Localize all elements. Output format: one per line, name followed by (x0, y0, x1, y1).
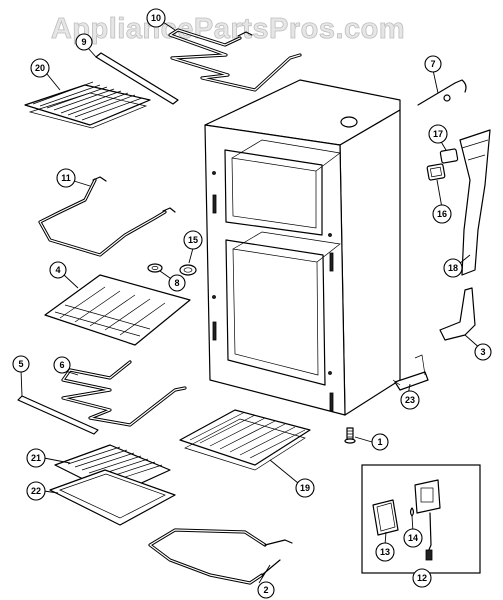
upper-element (168, 28, 302, 92)
svg-text:12: 12 (417, 573, 427, 583)
side-panel (459, 129, 491, 276)
svg-text:15: 15 (188, 235, 198, 245)
svg-text:16: 16 (437, 209, 447, 219)
light-lens-kit-part (372, 499, 399, 536)
light-socket-kit-part (409, 479, 441, 561)
element-shield-pan (44, 274, 191, 346)
callout-22: 22 (26, 481, 46, 501)
strap-bracket (95, 52, 179, 105)
callout-21: 21 (26, 448, 46, 468)
bake-element-bottom (148, 528, 293, 585)
callout-9: 9 (75, 33, 93, 51)
broil-pan (49, 469, 176, 526)
callout-14: 14 (403, 528, 423, 548)
lower-element (61, 360, 187, 427)
svg-text:1: 1 (377, 437, 382, 447)
svg-text:5: 5 (18, 359, 23, 369)
callout-20: 20 (30, 58, 50, 78)
light-socket (426, 163, 446, 181)
svg-text:22: 22 (31, 486, 41, 496)
svg-text:7: 7 (430, 59, 435, 69)
svg-text:14: 14 (408, 533, 418, 543)
grommet-8 (147, 263, 163, 273)
callout-11: 11 (56, 168, 76, 188)
callout-5: 5 (12, 355, 30, 373)
callout-23: 23 (400, 390, 420, 410)
callout-2: 2 (257, 581, 275, 599)
oven-cavity-body (204, 79, 401, 416)
element-bracket (17, 395, 99, 435)
lower-oven-rack (179, 409, 311, 471)
upper-oven-rack (24, 81, 151, 129)
svg-text:10: 10 (151, 13, 161, 23)
svg-text:19: 19 (300, 483, 310, 493)
callout-4: 4 (49, 261, 67, 279)
callout-18: 18 (443, 258, 463, 278)
callout-12: 12 (412, 568, 432, 588)
svg-text:23: 23 (405, 395, 415, 405)
grommet-15 (179, 264, 197, 276)
callout-17: 17 (428, 124, 448, 144)
callout-3: 3 (474, 343, 492, 361)
watermark: AppliancePartsPros.com (51, 13, 405, 45)
svg-text:13: 13 (380, 547, 390, 557)
callout-6: 6 (53, 356, 71, 374)
callout-7: 7 (424, 55, 442, 73)
svg-text:21: 21 (31, 453, 41, 463)
oven-sensor (417, 79, 467, 106)
svg-text:20: 20 (35, 63, 45, 73)
callout-1: 1 (371, 433, 389, 451)
screw (344, 427, 356, 444)
svg-text:8: 8 (174, 278, 179, 288)
svg-text:6: 6 (59, 360, 64, 370)
light-lens (439, 148, 459, 164)
mount-bracket (392, 354, 429, 391)
callout-19: 19 (295, 478, 315, 498)
callout-13: 13 (375, 542, 395, 562)
svg-text:3: 3 (480, 347, 485, 357)
svg-text:18: 18 (448, 263, 458, 273)
broil-element (38, 176, 176, 257)
svg-text:9: 9 (81, 37, 86, 47)
svg-text:4: 4 (55, 265, 60, 275)
svg-text:2: 2 (263, 585, 268, 595)
callout-10: 10 (146, 8, 166, 28)
side-bracket (439, 287, 476, 341)
callout-16: 16 (432, 204, 452, 224)
callout-8: 8 (168, 274, 186, 292)
callout-15: 15 (183, 230, 203, 250)
svg-text:11: 11 (61, 173, 71, 183)
svg-text:17: 17 (433, 129, 443, 139)
